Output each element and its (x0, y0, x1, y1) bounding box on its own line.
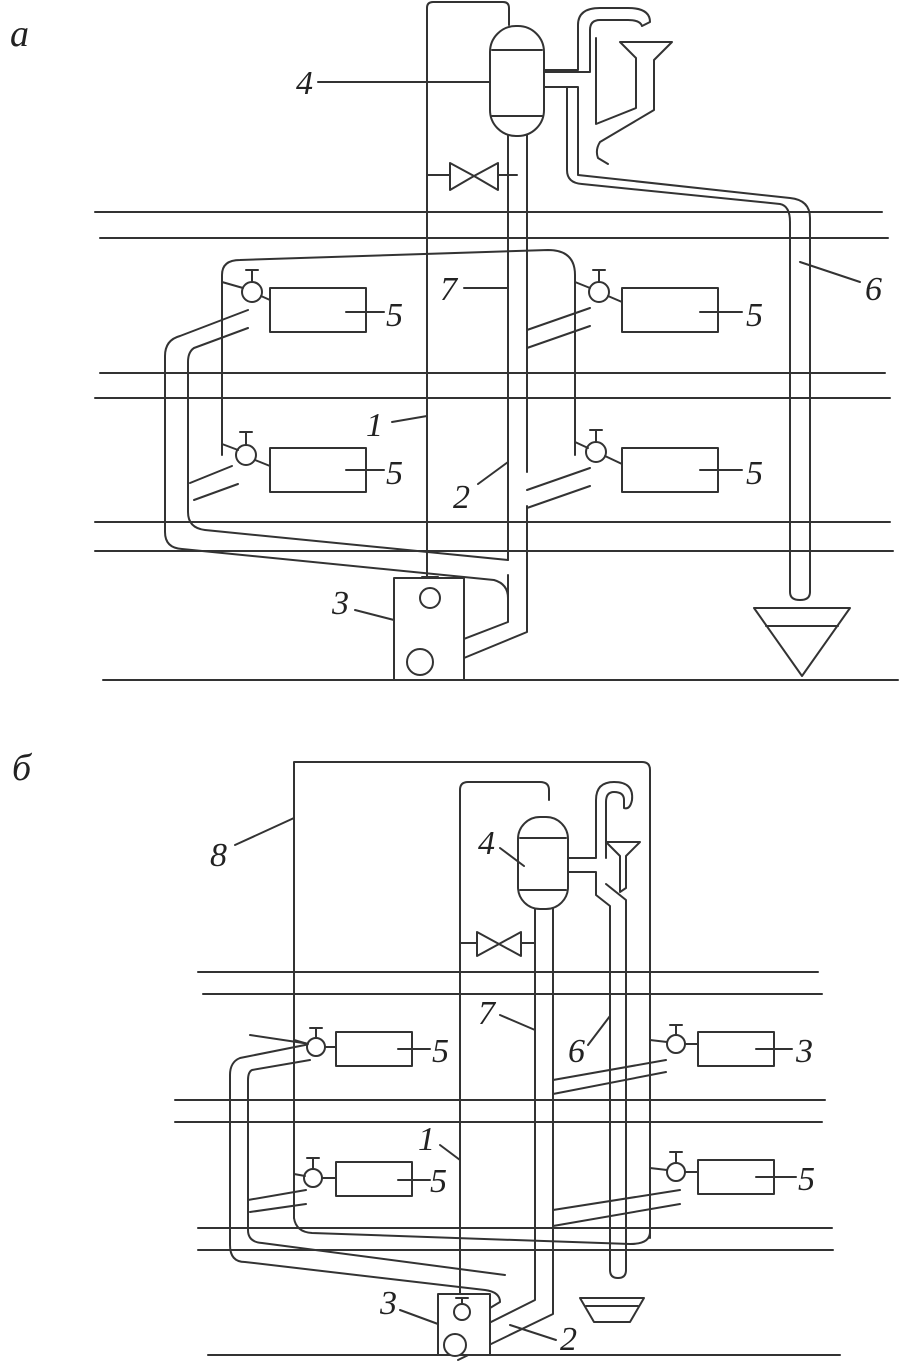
expansion-tank-a (489, 7, 851, 677)
return-pipes-a (164, 307, 591, 599)
boiler-b (437, 1293, 491, 1357)
valve-icon (221, 431, 271, 467)
label-7: 7 (440, 271, 459, 308)
label-3: 3 (331, 585, 349, 622)
label-6: 6 (865, 271, 882, 308)
drain-funnel-icon (753, 607, 851, 677)
funnel-icon (605, 841, 641, 893)
label-3: 3 (795, 1033, 813, 1070)
label-5: 5 (798, 1161, 815, 1198)
supply-loop-a (221, 249, 576, 456)
section-label-a: а (10, 13, 29, 55)
expansion-tank (517, 816, 569, 910)
label-7: 7 (478, 995, 497, 1032)
label-8: 8 (210, 837, 227, 874)
gate-valve-icon (449, 162, 499, 191)
label-5: 5 (746, 455, 763, 492)
label-5: 5 (386, 455, 403, 492)
expansion-pipe-b (459, 781, 550, 1296)
expansion-tank (489, 25, 545, 137)
label-1: 1 (366, 407, 383, 444)
drain-funnel-icon (579, 1297, 645, 1323)
air-pipe-b (293, 761, 651, 1245)
diagram-b: б (12, 747, 841, 1361)
pump-icon (443, 1333, 467, 1357)
leaders-a (317, 81, 861, 621)
radiator (269, 287, 367, 333)
floor-lines-a (94, 211, 899, 681)
expansion-pipe-a (426, 1, 518, 578)
label-2: 2 (453, 479, 470, 516)
label-3: 3 (379, 1285, 397, 1322)
radiator-valves-b (293, 1024, 699, 1188)
label-4: 4 (296, 65, 313, 102)
valve-icon (293, 1027, 337, 1057)
radiator (621, 287, 719, 333)
label-4: 4 (478, 825, 495, 862)
label-5: 5 (746, 297, 763, 334)
label-5: 5 (386, 297, 403, 334)
valve-icon (649, 1024, 699, 1054)
radiators-b (335, 1031, 797, 1197)
label-1: 1 (418, 1121, 435, 1158)
valve-icon (574, 429, 623, 465)
pump-icon (419, 587, 441, 609)
valve-icon (649, 1151, 699, 1182)
radiators-a (269, 287, 743, 493)
branches-b (247, 1034, 681, 1227)
main-risers-b (444, 904, 554, 1361)
boiler-a (393, 576, 465, 681)
section-label-b: б (12, 747, 33, 789)
valve-icon (574, 269, 623, 303)
gate-valve-icon (476, 931, 522, 957)
label-6: 6 (568, 1033, 585, 1070)
radiator-valves-a (221, 269, 623, 467)
pump-icon (453, 1303, 471, 1321)
expansion-tank-b (517, 781, 645, 1323)
floor-lines-b (174, 971, 841, 1356)
label-5: 5 (430, 1163, 447, 1200)
leaders-b (234, 817, 611, 1341)
pump-icon (406, 648, 434, 676)
valve-icon (293, 1157, 337, 1188)
label-5: 5 (432, 1033, 449, 1070)
return-pipes-b (229, 1043, 506, 1321)
valve-icon (221, 269, 271, 303)
label-2: 2 (560, 1321, 577, 1358)
diagram-a: а (10, 1, 899, 681)
